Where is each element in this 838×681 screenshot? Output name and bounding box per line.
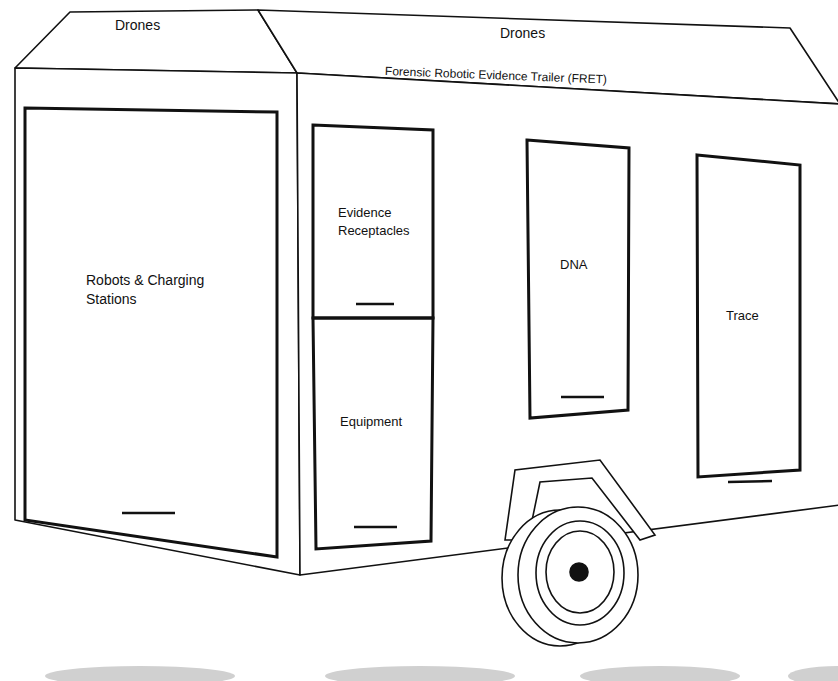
node-text: Drones (115, 16, 205, 35)
door-box: Equipment (340, 413, 428, 431)
node-text: Trace (726, 307, 786, 325)
equipment-door (313, 318, 433, 549)
side-face (297, 73, 838, 575)
ground-shadow (45, 666, 838, 681)
wheel (502, 460, 655, 646)
node-text: Robots & Charging Stations (86, 271, 211, 309)
roof-front-panel (15, 10, 297, 73)
evidence-door (313, 125, 433, 318)
door-handles (122, 304, 772, 527)
door-box: Trace (726, 307, 786, 325)
node-text: Drones (500, 24, 590, 43)
front-door (25, 108, 277, 557)
node-text: DNA (560, 256, 620, 274)
door-box: DNA (560, 256, 620, 274)
node-text: Equipment (340, 413, 428, 431)
dna-door (527, 140, 629, 418)
node-text: Evidence Receptacles (338, 204, 430, 239)
door-box: Evidence Receptacles (338, 204, 430, 239)
front-face (15, 68, 300, 575)
door-box: Robots & Charging Stations (86, 271, 211, 309)
roof-label-box: Drones (500, 24, 590, 43)
roof-label-box: Drones (115, 16, 205, 35)
trace-door (697, 155, 800, 477)
